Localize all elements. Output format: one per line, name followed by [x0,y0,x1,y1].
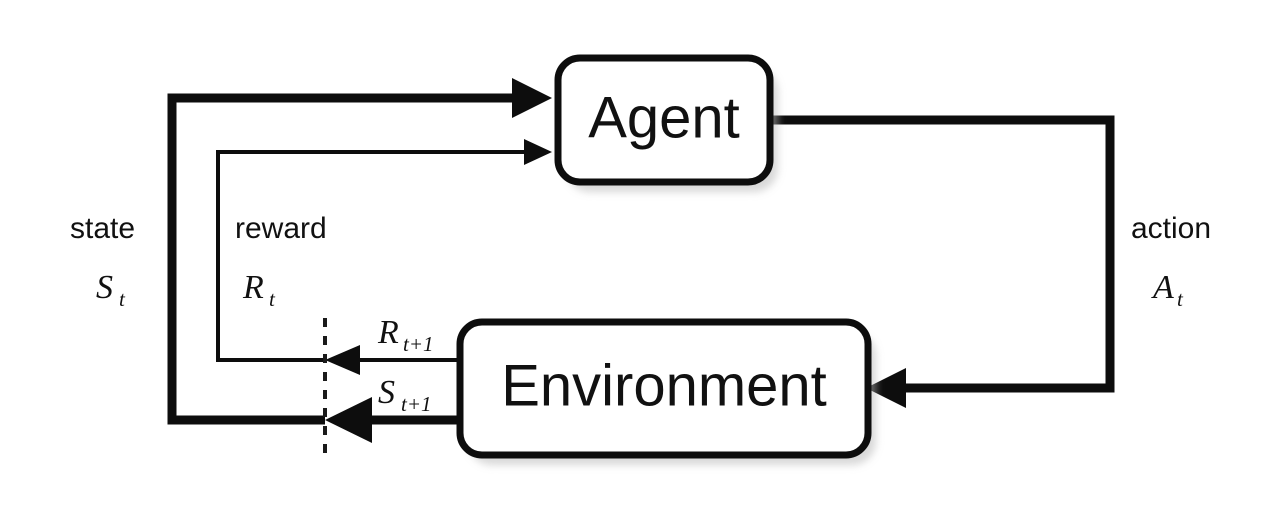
label-next-state: S t+1 [378,374,432,416]
state-arrowhead-icon [512,78,552,118]
reward-arrowhead-icon [524,139,552,165]
reward-path [216,150,534,362]
next-state-arrowhead-icon [325,397,372,443]
state-word: state [70,212,135,245]
label-next-reward: R t+1 [377,314,434,356]
action-word: action [1131,212,1211,245]
environment-label: Environment [501,353,827,418]
action-path [770,115,1115,393]
node-environment[interactable]: Environment [456,318,876,465]
state-path [167,93,530,425]
edge-action [770,115,1115,408]
action-arrowhead-icon [866,368,906,408]
environment-box[interactable] [456,318,872,459]
reward-symbol: R [242,269,264,306]
next-reward-arrowhead-icon [325,345,360,375]
edge-reward [216,139,552,362]
reward-word: reward [235,212,327,245]
edge-state [167,78,552,425]
label-action: action A t [1131,212,1211,311]
reward-subscript: t [269,287,276,311]
action-subscript: t [1177,287,1184,311]
label-reward: reward R t [235,212,327,311]
next-reward-subscript: t+1 [403,332,434,356]
next-state-symbol: S [378,374,395,411]
action-symbol: A [1151,269,1174,306]
next-state-subscript: t+1 [401,392,432,416]
state-subscript: t [119,287,126,311]
state-symbol: S [96,269,113,306]
node-agent[interactable]: Agent [554,54,778,192]
agent-box[interactable] [554,54,774,186]
agent-label: Agent [588,85,740,150]
edge-next-reward [325,345,460,375]
edge-next-state [325,397,460,443]
next-reward-symbol: R [377,314,399,351]
label-state: state S t [70,212,135,311]
